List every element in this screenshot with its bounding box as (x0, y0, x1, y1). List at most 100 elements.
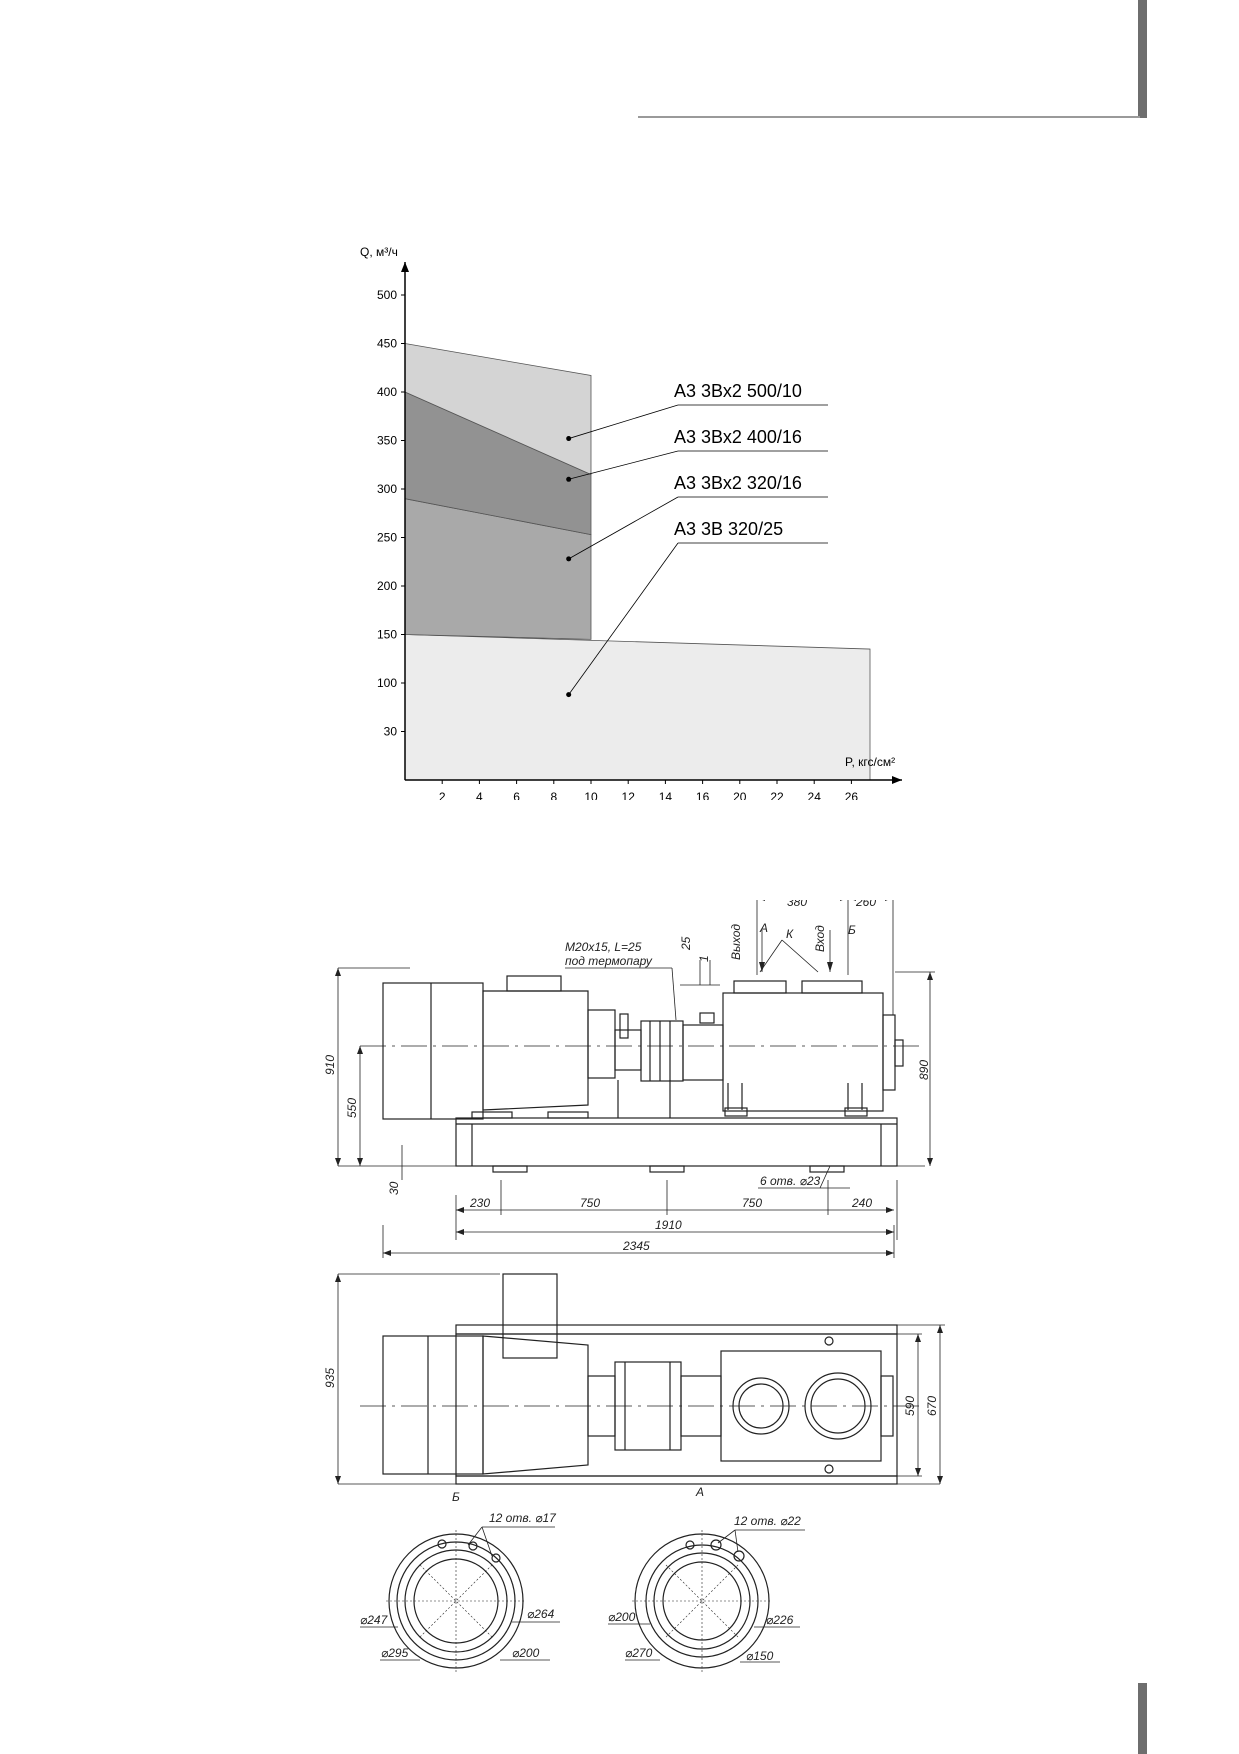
series-label: А3 3Вх2 400/16 (674, 427, 802, 447)
dim-935: 935 (323, 1368, 337, 1388)
dim-590: 590 (903, 1396, 917, 1416)
flange-a: 12 отв. ⌀22 ⌀200 ⌀226 ⌀270 ⌀150 (608, 1514, 805, 1672)
label-inlet: Вход (813, 925, 827, 952)
series-leader (568, 450, 679, 480)
area-series-3 (404, 634, 871, 781)
series-label: А3 3В 320/25 (674, 519, 783, 539)
y-tick-label: 400 (377, 385, 397, 399)
pump-body (722, 992, 884, 1112)
front-view: 380 260 25 1 910 550 890 30 230 750 750 … (323, 900, 935, 1258)
x-tick-label: 12 (622, 790, 636, 800)
pump-end-cover (882, 1014, 896, 1091)
holes-note: 6 отв. ⌀23 (760, 1174, 821, 1188)
thermocouple-note-1: М20x15, L=25 (565, 940, 642, 954)
y-tick-label: 30 (384, 725, 398, 739)
y-tick-label: 500 (377, 288, 397, 302)
motor-fan-cover (382, 982, 484, 1120)
y-tick-label: 200 (377, 579, 397, 593)
series-leader (568, 404, 679, 439)
view-label-a: А (695, 1485, 704, 1499)
label-k: К (786, 927, 794, 941)
y-axis-arrow (401, 262, 409, 272)
top-view: 935 590 670 Б А (323, 1273, 945, 1504)
decorative-header-line (638, 116, 1140, 118)
base-frame (455, 1117, 898, 1167)
flange-b-dim-247: ⌀247 (360, 1613, 389, 1627)
flange-b-dim-264: ⌀264 (527, 1607, 555, 1621)
x-tick-label: 6 (513, 790, 520, 800)
motor-body-top (482, 1335, 589, 1475)
x-tick-label: 26 (845, 790, 859, 800)
flange-a-holes: 12 отв. ⌀22 (734, 1514, 801, 1528)
x-tick-label: 22 (770, 790, 784, 800)
y-tick-label: 350 (377, 434, 397, 448)
flange-a-dim-270: ⌀270 (625, 1646, 653, 1660)
y-tick-label: 100 (377, 676, 397, 690)
y-tick-label: 450 (377, 337, 397, 351)
label-outlet: Выход (729, 924, 743, 960)
decorative-bar-top (1138, 0, 1147, 118)
y-ticks: 500 450 400 350 300 250 200 150 100 30 (377, 288, 405, 739)
label-b: Б (848, 923, 856, 937)
dim-240: 240 (851, 1196, 872, 1210)
dim-750-left: 750 (580, 1196, 600, 1210)
y-tick-label: 250 (377, 531, 397, 545)
pump-unit-drawing: 380 260 25 1 910 550 890 30 230 750 750 … (323, 900, 945, 1672)
x-tick-label: 4 (476, 790, 483, 800)
flange-b-dim-295: ⌀295 (381, 1646, 409, 1660)
dim-260: 260 (855, 900, 876, 909)
coupling-guard-left (619, 1013, 629, 1039)
thermocouple-note-2: под термопару (565, 954, 653, 968)
y-axis-label: Q, м³/ч (360, 245, 398, 259)
dim-550: 550 (345, 1098, 359, 1118)
dim-750-right: 750 (742, 1196, 762, 1210)
flange-b-holes: 12 отв. ⌀17 (489, 1511, 557, 1525)
motor-fan-top (382, 1335, 484, 1475)
coupling (640, 1020, 684, 1082)
series-labels: А3 3Вх2 500/10 А3 3Вх2 400/16 А3 3Вх2 320/… (566, 381, 828, 698)
x-tick-label: 16 (696, 790, 710, 800)
flange-b: 12 отв. ⌀17 ⌀247 ⌀264 ⌀295 ⌀200 (360, 1511, 560, 1672)
flange-a-dim-226: ⌀226 (766, 1613, 794, 1627)
dim-890: 890 (917, 1060, 931, 1080)
terminal-box-top (502, 1273, 558, 1359)
series-leader (568, 542, 679, 695)
dim-2345: 2345 (622, 1239, 650, 1253)
dim-380: 380 (787, 900, 807, 909)
series-label: А3 3Вх2 320/16 (674, 473, 802, 493)
bearing-housing (682, 1024, 724, 1081)
series-label: А3 3Вх2 500/10 (674, 381, 802, 401)
chart-areas (404, 343, 871, 781)
dim-910: 910 (323, 1055, 337, 1075)
series-leader (568, 496, 679, 560)
x-tick-label: 2 (439, 790, 446, 800)
flange-a-dim-150: ⌀150 (746, 1649, 774, 1663)
x-axis-arrow (892, 776, 902, 784)
y-tick-label: 300 (377, 482, 397, 496)
view-label-b: Б (452, 1490, 460, 1504)
flange-b-dim-200: ⌀200 (512, 1646, 540, 1660)
dim-1: 1 (697, 955, 711, 962)
x-tick-label: 14 (659, 790, 673, 800)
x-tick-label: 24 (808, 790, 822, 800)
decorative-bar-bottom (1138, 1683, 1147, 1754)
label-a: А (759, 921, 768, 935)
y-tick-label: 150 (377, 628, 397, 642)
x-tick-label: 8 (550, 790, 557, 800)
dim-670: 670 (925, 1396, 939, 1416)
x-tick-label: 20 (733, 790, 747, 800)
flange-a-dim-200: ⌀200 (608, 1610, 636, 1624)
dim-25: 25 (679, 936, 693, 951)
motor-flange (587, 1009, 616, 1079)
x-axis-label: P, кгс/см² (845, 755, 895, 769)
dim-1910: 1910 (655, 1218, 682, 1232)
dim-230: 230 (469, 1196, 490, 1210)
x-tick-label: 10 (584, 790, 598, 800)
motor-body (482, 990, 589, 1111)
base-frame-top (455, 1333, 898, 1477)
dim-30: 30 (387, 1181, 401, 1195)
terminal-box (506, 975, 562, 992)
